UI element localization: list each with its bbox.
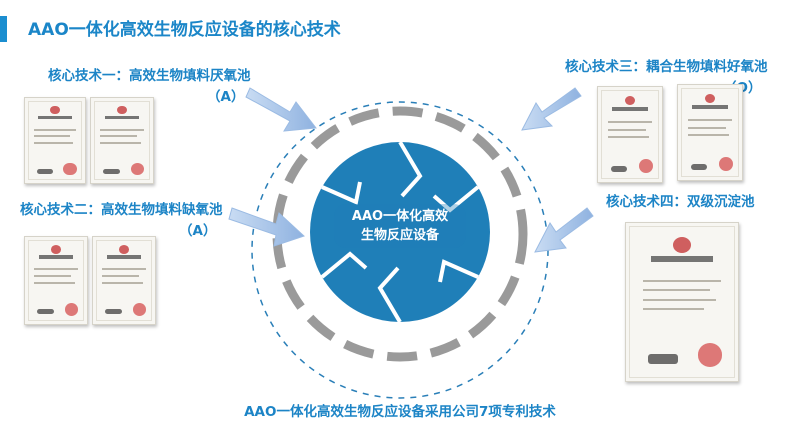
tech-two-label: 核心技术二：高效生物填料缺氧池 （A）	[20, 200, 223, 242]
bottom-caption: AAO一体化高效生物反应设备采用公司7项专利技术	[244, 404, 556, 420]
page-title: AAO一体化高效生物反应设备的核心技术	[28, 20, 341, 40]
tech-three-name: 核心技术三：耦合生物填料好氧池	[565, 59, 768, 75]
wheel-segments	[320, 140, 480, 324]
tech-two-code: （A）	[179, 223, 217, 239]
center-label-line2: 生物反应设备	[360, 228, 439, 243]
tech-four-name: 核心技术四：双级沉淀池	[606, 194, 755, 210]
patent-certificate	[677, 84, 743, 181]
inner-dashed-ring	[272, 106, 528, 362]
arrow-tech-three	[521, 87, 582, 131]
patent-certificate	[90, 97, 154, 184]
title-accent-bar	[0, 16, 7, 42]
center-label-box	[334, 204, 466, 248]
tech-four-label: 核心技术四：双级沉淀池	[606, 192, 755, 213]
center-label: AAO一体化高效 生物反应设备	[330, 207, 470, 245]
process-wheel	[310, 142, 490, 322]
patent-certificate	[24, 97, 86, 184]
tech-two-name: 核心技术二：高效生物填料缺氧池	[20, 202, 223, 218]
patent-certificate	[92, 236, 156, 325]
patent-certificate	[597, 86, 663, 183]
center-label-line1: AAO一体化高效	[351, 209, 449, 224]
arrow-tech-four	[534, 207, 594, 253]
arrow-tech-one	[245, 87, 317, 132]
patent-certificate	[625, 222, 739, 382]
tech-one-label: 核心技术一：高效生物填料厌氧池 （A）	[48, 66, 251, 108]
patent-certificate	[24, 236, 88, 325]
arrow-tech-two	[228, 207, 305, 247]
tech-one-code: （A）	[207, 89, 245, 105]
tech-one-name: 核心技术一：高效生物填料厌氧池	[48, 68, 251, 84]
